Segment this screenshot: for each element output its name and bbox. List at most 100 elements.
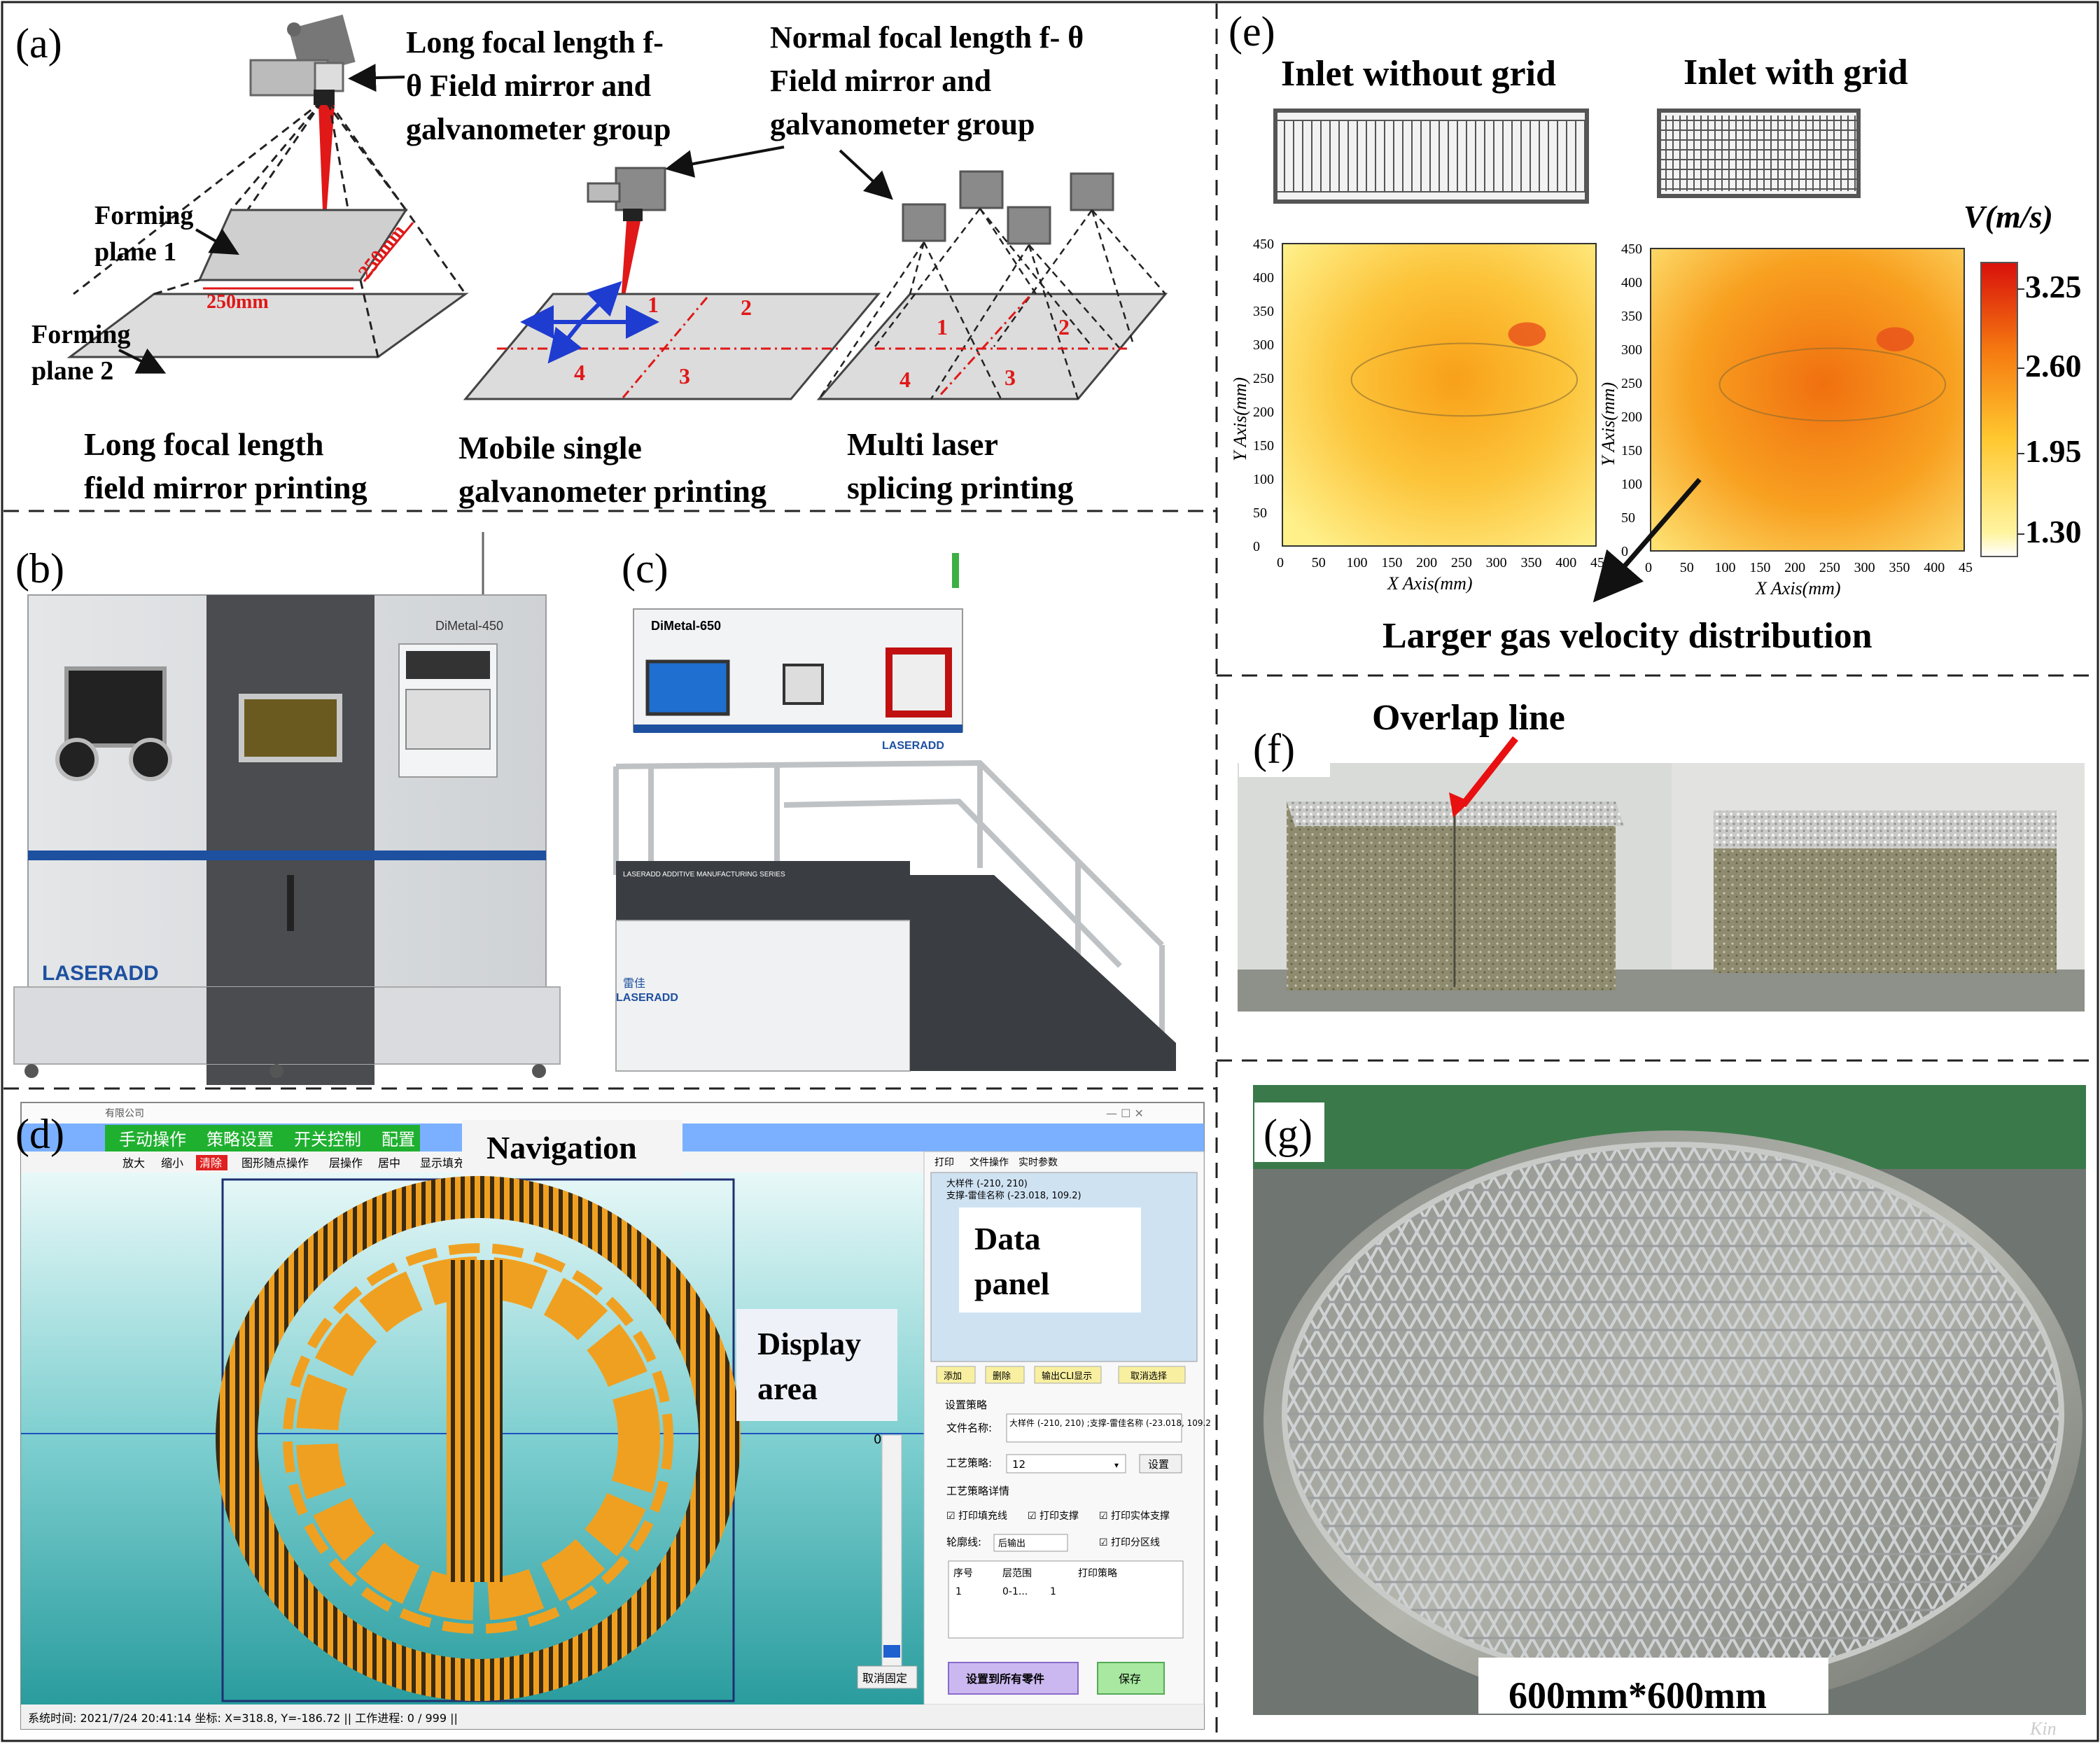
colorbar-title: V(m/s): [1963, 199, 2053, 234]
file-name-field[interactable]: 大样件 (-210, 210) ;支撑-雷佳名称 (-23.018, 109.2: [1009, 1418, 1211, 1428]
printed-part-preview: [216, 1176, 741, 1701]
dim-250-horizontal: 250mm: [206, 291, 269, 313]
brand-logo-c-top: LASERADD: [882, 740, 944, 752]
panel-g-letter: (g): [1264, 1111, 1312, 1157]
check-partition-lines[interactable]: ☑ 打印分区线: [1099, 1536, 1160, 1548]
tab-print[interactable]: 打印: [934, 1156, 954, 1168]
panel-a: (a) 250mm 250mm Long focal len: [15, 14, 1168, 509]
tool-shape-ops[interactable]: 图形随点操作: [241, 1156, 309, 1170]
strategy-select[interactable]: [1006, 1454, 1126, 1474]
menu-configuration[interactable]: 配置: [382, 1130, 415, 1149]
export-cli-button[interactable]: 输出CLI显示: [1042, 1371, 1092, 1382]
table-cell-range[interactable]: 0-1...: [1002, 1586, 1028, 1597]
window-company: 有限公司: [105, 1108, 144, 1119]
x-tick-label: 250: [1819, 560, 1840, 575]
contour-value: 后输出: [998, 1538, 1026, 1549]
table-header-range: 层范围: [1002, 1567, 1032, 1579]
tab-realtime-params[interactable]: 实时参数: [1018, 1156, 1058, 1168]
x-tick-label: 150: [1381, 555, 1402, 570]
heatmap-1: [1282, 243, 1597, 547]
tree-line-2[interactable]: 支撑-雷佳名称 (-23.018, 109.2): [946, 1190, 1082, 1201]
cancel-fix-button[interactable]: 取消固定: [862, 1672, 907, 1685]
status-bar: [21, 1704, 1204, 1729]
add-button[interactable]: 添加: [944, 1371, 962, 1382]
zone-1-multi: 1: [937, 314, 948, 340]
beam-cone-lines: [73, 100, 467, 295]
status-text: 系统时间: 2021/7/24 20:41:14 坐标: X=318.8, Y=…: [28, 1712, 458, 1725]
split-line-v: [622, 297, 708, 398]
colorbar: [1980, 262, 2018, 557]
window-controls[interactable]: — ☐ ✕: [1106, 1107, 1144, 1120]
y-tick-label: 400: [1253, 270, 1274, 286]
x-tick-label: 300: [1486, 555, 1507, 570]
menu-switch-control[interactable]: 开关控制: [294, 1130, 361, 1149]
cancel-select-button[interactable]: 取消选择: [1130, 1371, 1167, 1382]
chevron-down-icon: ▾: [1114, 1460, 1119, 1470]
scanner-single: [587, 167, 666, 221]
menu-strategy-settings[interactable]: 策略设置: [206, 1130, 274, 1149]
laser-beam-long: [318, 105, 335, 245]
x-tick-label: 200: [1784, 560, 1805, 575]
y-tick-label: 250: [1253, 371, 1274, 386]
x-tick-label: 400: [1924, 560, 1945, 575]
x-axis-label: X Axis(mm): [1387, 573, 1473, 594]
save-button[interactable]: 保存: [1119, 1672, 1141, 1686]
tool-zoom-out[interactable]: 缩小: [161, 1156, 183, 1170]
table-cell-strategy[interactable]: 1: [1050, 1586, 1056, 1597]
tool-show-fill[interactable]: 显示填充: [420, 1156, 465, 1170]
x-tick-label: 50: [1312, 555, 1326, 570]
size-label: 600mm*600mm: [1508, 1674, 1767, 1716]
y-tick-label: 150: [1621, 443, 1642, 458]
tool-center[interactable]: 居中: [378, 1156, 400, 1170]
y-tick-label: 450: [1621, 241, 1642, 257]
table-cell-index[interactable]: 1: [955, 1586, 962, 1597]
contour-select[interactable]: [993, 1534, 1068, 1552]
colorbar-tick: 1.95: [2025, 433, 2082, 469]
apply-to-all-button[interactable]: 设置到所有零件: [966, 1672, 1044, 1686]
x-tick-label: 0: [1645, 560, 1652, 575]
check-fill-lines[interactable]: ☑ 打印填充线: [946, 1510, 1007, 1522]
y-tick-label: 400: [1621, 275, 1642, 290]
x-tick-label: 350: [1889, 560, 1910, 575]
tool-zoom-in[interactable]: 放大: [122, 1156, 145, 1170]
set-button[interactable]: 设置: [1148, 1458, 1169, 1471]
brand-cn: 雷佳: [623, 976, 645, 990]
x-tick-label: 45: [1959, 560, 1973, 575]
x-axis-label: X Axis(mm): [1755, 578, 1841, 598]
panel-c: (c) DiMetal-650 LASERADD LASERADD ADDITI…: [613, 545, 1176, 1072]
inlet-grid-icon: [1657, 108, 1861, 198]
tool-clear[interactable]: 清除: [200, 1156, 222, 1170]
display-area-callout: [736, 1309, 897, 1421]
strategy-value: 12: [1012, 1458, 1026, 1471]
zone-2-multi: 2: [1058, 314, 1070, 340]
y-tick-label: 200: [1253, 405, 1274, 420]
x-tick-label: 250: [1451, 555, 1472, 570]
layer-slider-thumb[interactable]: [883, 1645, 900, 1658]
x-tick-label: 100: [1715, 560, 1736, 575]
zone-3-multi: 3: [1004, 365, 1016, 390]
menu-manual-operation[interactable]: 手动操作: [119, 1130, 186, 1149]
hotspot: [1876, 327, 1914, 351]
panel-buttons: [936, 1366, 1186, 1384]
panel-c-letter: (c): [622, 545, 668, 592]
zone-4-multi: 4: [899, 367, 911, 392]
check-support[interactable]: ☑ 打印支撑: [1028, 1510, 1079, 1522]
delete-button[interactable]: 删除: [993, 1371, 1011, 1382]
panel-e: (e) Inlet without grid Inlet with grid 0…: [1228, 8, 2082, 656]
settings-title: 设置策略: [945, 1399, 987, 1411]
tool-layer-ops[interactable]: 层操作: [329, 1156, 363, 1170]
tree-line-1[interactable]: 大样件 (-210, 210): [946, 1179, 1028, 1189]
colorbar-tick: 2.60: [2025, 348, 2082, 384]
zone-2-single: 2: [741, 295, 752, 320]
y-tick-label: 150: [1253, 438, 1274, 454]
annotation-text: Larger gas velocity distribution: [1382, 616, 1872, 656]
tab-file-ops[interactable]: 文件操作: [969, 1157, 1009, 1168]
y-tick-label: 100: [1253, 472, 1274, 487]
check-solid-support[interactable]: ☑ 打印实体支撑: [1099, 1510, 1170, 1522]
railing: [613, 760, 1165, 1057]
stair-platform: [910, 875, 1176, 1071]
